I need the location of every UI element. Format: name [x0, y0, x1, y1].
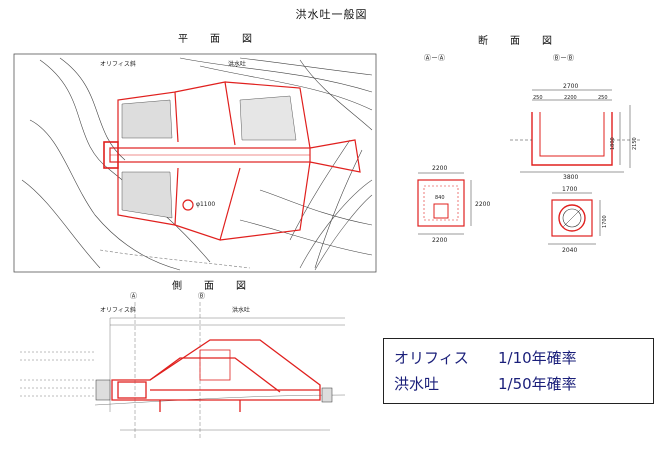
circ-bottom-dim: 2040: [562, 247, 577, 254]
circ-side-dim: 1700: [602, 215, 608, 228]
bb-h1-dim: 1800: [610, 137, 616, 150]
plan-view: [13, 53, 377, 273]
side-structure: [111, 339, 321, 412]
aa-inner-dim: 840: [435, 195, 445, 201]
plan-hatching: [121, 95, 297, 219]
bb-bottom-dim: 3800: [563, 174, 578, 181]
section-aa: [417, 179, 465, 227]
plan-pipe-label: φ1100: [196, 201, 215, 208]
section-aa-label: Ⓐ－Ⓐ: [424, 54, 445, 62]
legend-row-orifice: オリフィス 1/10年確率: [394, 345, 643, 371]
bb-left-dim: 250: [533, 95, 543, 101]
plan-spillway-label: 洪水吐: [228, 60, 246, 68]
culvert-section: [548, 192, 601, 245]
plan-orifice-label: オリフィス斜: [100, 60, 136, 68]
legend-spillway-name: 洪水吐: [394, 375, 440, 393]
section-bb-label: Ⓑ－Ⓑ: [553, 54, 574, 62]
side-view-label: 側 面 図: [172, 281, 252, 292]
side-spillway-label: 洪水吐: [232, 306, 250, 314]
bb-top-dim: 2700: [563, 83, 578, 90]
drawing-title: 洪水吐一般図: [295, 8, 368, 21]
side-a-marker: Ⓐ: [130, 292, 137, 300]
side-view-grid: [20, 302, 346, 440]
plan-view-label: 平 面 図: [178, 34, 258, 45]
section-bb: [531, 112, 613, 166]
bb-mid-dim: 2200: [564, 95, 577, 101]
probability-legend: オリフィス 1/10年確率 洪水吐 1/50年確率: [383, 338, 654, 404]
side-orifice-label: オリフィス斜: [100, 306, 136, 314]
plan-frame: [13, 53, 377, 273]
plan-structure: [103, 81, 361, 241]
side-b-marker: Ⓑ: [198, 292, 205, 300]
aa-top-dim: 2200: [432, 165, 447, 172]
aa-side-dim: 2200: [475, 201, 490, 208]
bb-h2-dim: 2150: [632, 137, 638, 150]
section-view-label: 断 面 図: [478, 36, 558, 47]
legend-orifice-value: 1/10年確率: [498, 349, 577, 367]
legend-orifice-name: オリフィス: [394, 349, 469, 367]
bb-right-dim: 250: [598, 95, 608, 101]
legend-row-spillway: 洪水吐 1/50年確率: [394, 371, 643, 397]
aa-bottom-dim: 2200: [432, 237, 447, 244]
legend-spillway-value: 1/50年確率: [498, 375, 577, 393]
circ-top-dim: 1700: [562, 186, 577, 193]
